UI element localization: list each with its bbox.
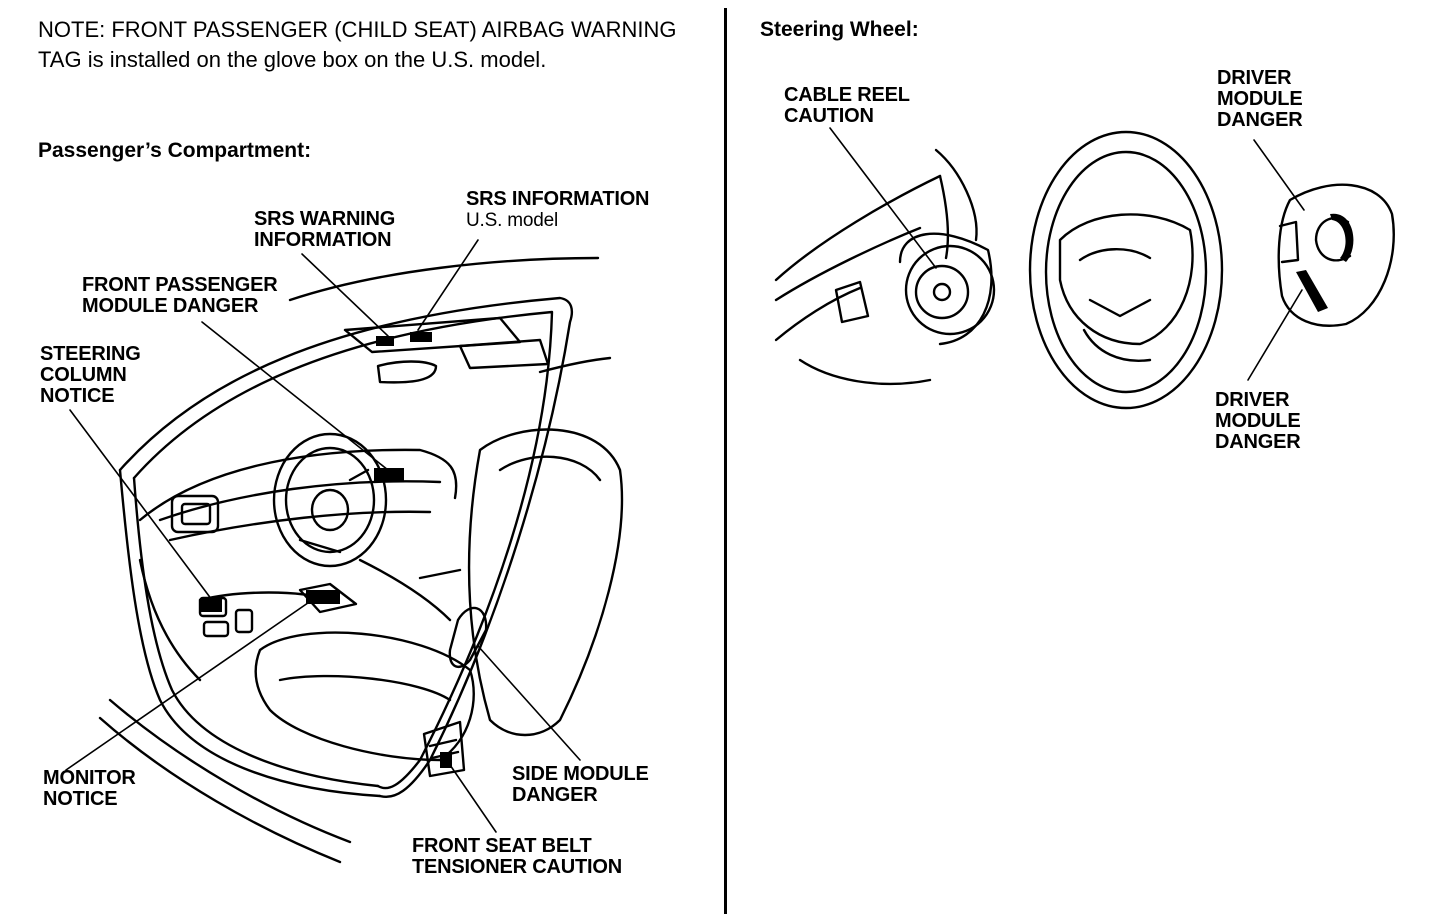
steering-column-drawing bbox=[776, 150, 994, 384]
steering-column-notice-label: STEERING COLUMN NOTICE bbox=[40, 343, 141, 407]
cable-reel-caution-label: CABLE REEL CAUTION bbox=[784, 84, 910, 127]
front-seat-belt-tensioner-caution-label: FRONT SEAT BELT TENSIONER CAUTION bbox=[412, 835, 622, 878]
side-module-danger-label: SIDE MODULE DANGER bbox=[512, 763, 649, 806]
compartment-leader-lines bbox=[66, 240, 580, 832]
steering-leader-lines bbox=[830, 128, 1304, 380]
steering-column-label-mark bbox=[200, 598, 222, 612]
panel-divider bbox=[724, 8, 727, 914]
srs-information-label-mark bbox=[410, 332, 432, 342]
driver-module-label-mark-top bbox=[1330, 213, 1354, 262]
passenger-module-label-mark bbox=[374, 468, 404, 482]
driver-module-danger-label-bottom: DRIVER MODULE DANGER bbox=[1215, 389, 1301, 453]
airbag-tag-note: NOTE: FRONT PASSENGER (CHILD SEAT) AIRBA… bbox=[38, 17, 677, 72]
front-passenger-module-danger-label: FRONT PASSENGER MODULE DANGER bbox=[82, 274, 278, 317]
monitor-label-mark bbox=[306, 590, 340, 604]
driver-module-danger-label-top: DRIVER MODULE DANGER bbox=[1217, 67, 1303, 131]
vehicle-interior-drawing bbox=[100, 258, 622, 862]
srs-warning-information-label: SRS WARNING INFORMATION bbox=[254, 208, 396, 251]
monitor-notice-label: MONITOR NOTICE bbox=[43, 767, 136, 810]
srs-information-model-note: U.S. model bbox=[466, 210, 558, 231]
driver-module-label-mark-bottom bbox=[1296, 270, 1328, 312]
passenger-compartment-heading: Passenger’s Compartment: bbox=[38, 139, 312, 162]
steering-wheel-drawing bbox=[1030, 132, 1222, 408]
steering-wheel-heading: Steering Wheel: bbox=[760, 18, 919, 41]
srs-warning-label-mark bbox=[376, 336, 394, 346]
driver-airbag-module-drawing bbox=[1279, 185, 1394, 326]
srs-information-label: SRS INFORMATION U.S. model bbox=[466, 188, 650, 232]
